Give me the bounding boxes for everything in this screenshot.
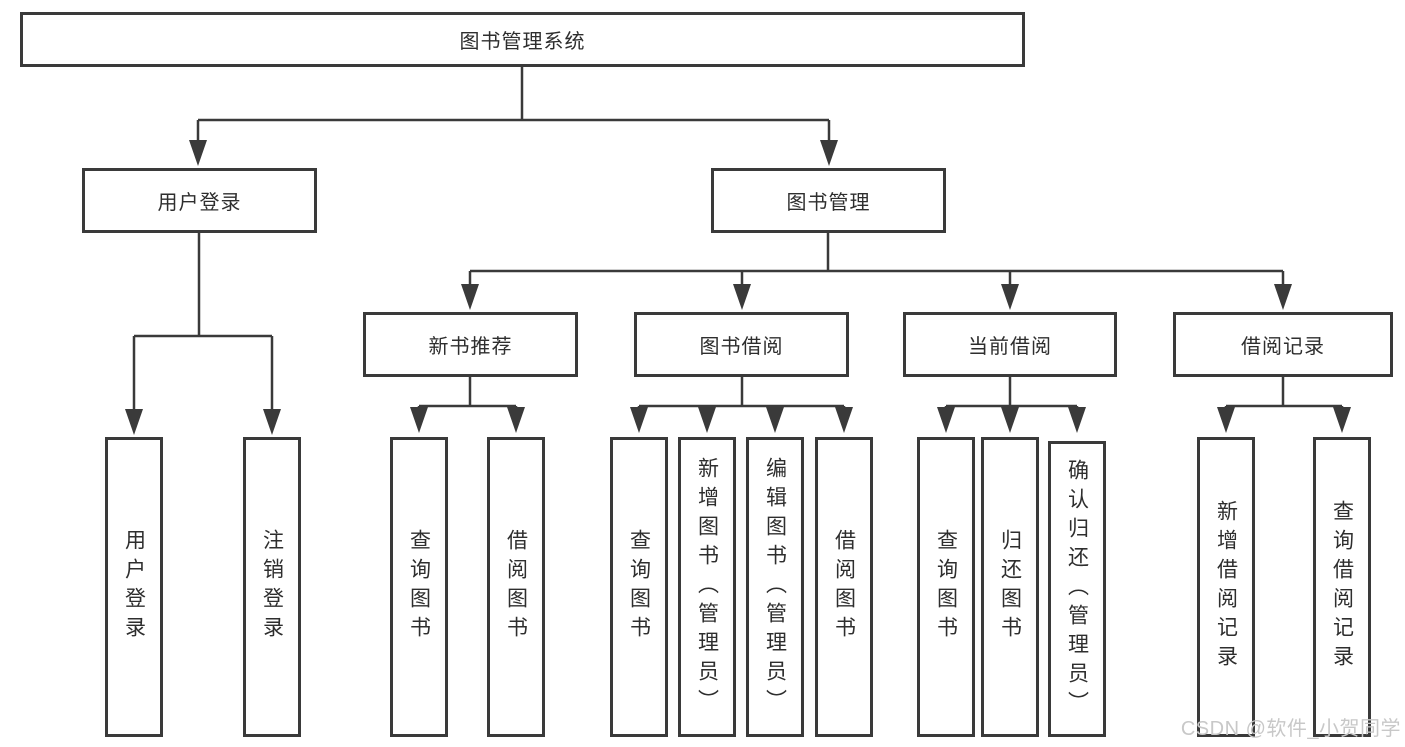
leaf-borrow-books-recommend: 借阅图书: [487, 437, 545, 737]
node-label: 查询图书: [934, 529, 958, 645]
node-borrowing-records: 借阅记录: [1173, 312, 1393, 377]
node-label: 查询图书: [627, 529, 651, 645]
node-label: 新增借阅记录: [1214, 500, 1238, 674]
leaf-logout: 注销登录: [243, 437, 301, 737]
leaf-add-books-admin: 新增图书（管理员）: [678, 437, 736, 737]
node-label: 编辑图书（管理员）: [763, 456, 787, 718]
node-current-borrowing: 当前借阅: [903, 312, 1117, 377]
node-label: 注销登录: [260, 529, 284, 645]
leaf-confirm-return-admin: 确认归还（管理员）: [1048, 441, 1106, 737]
node-user-login: 用户登录: [82, 168, 317, 233]
node-book-management: 图书管理: [711, 168, 946, 233]
node-label: 用户登录: [122, 529, 146, 645]
node-label: 查询借阅记录: [1330, 500, 1354, 674]
leaf-return-books: 归还图书: [981, 437, 1039, 737]
node-label: 查询图书: [407, 529, 431, 645]
node-label: 归还图书: [998, 529, 1022, 645]
leaf-user-login: 用户登录: [105, 437, 163, 737]
leaf-query-borrow-record: 查询借阅记录: [1313, 437, 1371, 737]
node-label: 新书推荐: [428, 336, 513, 358]
leaf-query-books-current: 查询图书: [917, 437, 975, 737]
node-label: 新增图书（管理员）: [695, 456, 719, 718]
leaf-borrow-books-borrowing: 借阅图书: [815, 437, 873, 737]
arrowheads: [125, 140, 1351, 435]
node-label: 确认归还（管理员）: [1065, 458, 1089, 720]
node-label: 借阅图书: [504, 529, 528, 645]
node-label: 借阅记录: [1241, 336, 1325, 358]
node-book-borrowing: 图书借阅: [634, 312, 849, 377]
csdn-watermark: CSDN @软件_小贺同学: [1180, 718, 1401, 740]
node-label: 借阅图书: [832, 529, 856, 645]
node-label: 图书管理: [786, 192, 871, 214]
node-label: 图书借阅: [699, 336, 784, 358]
leaf-edit-books-admin: 编辑图书（管理员）: [746, 437, 804, 737]
leaf-add-borrow-record: 新增借阅记录: [1197, 437, 1255, 737]
node-label: 图书管理系统: [459, 31, 586, 53]
node-label: 当前借阅: [968, 336, 1052, 358]
node-book-management-system: 图书管理系统: [20, 12, 1025, 67]
node-new-book-recommend: 新书推荐: [363, 312, 578, 377]
node-label: 用户登录: [157, 192, 242, 214]
leaf-query-books-borrowing: 查询图书: [610, 437, 668, 737]
leaf-query-books-recommend: 查询图书: [390, 437, 448, 737]
